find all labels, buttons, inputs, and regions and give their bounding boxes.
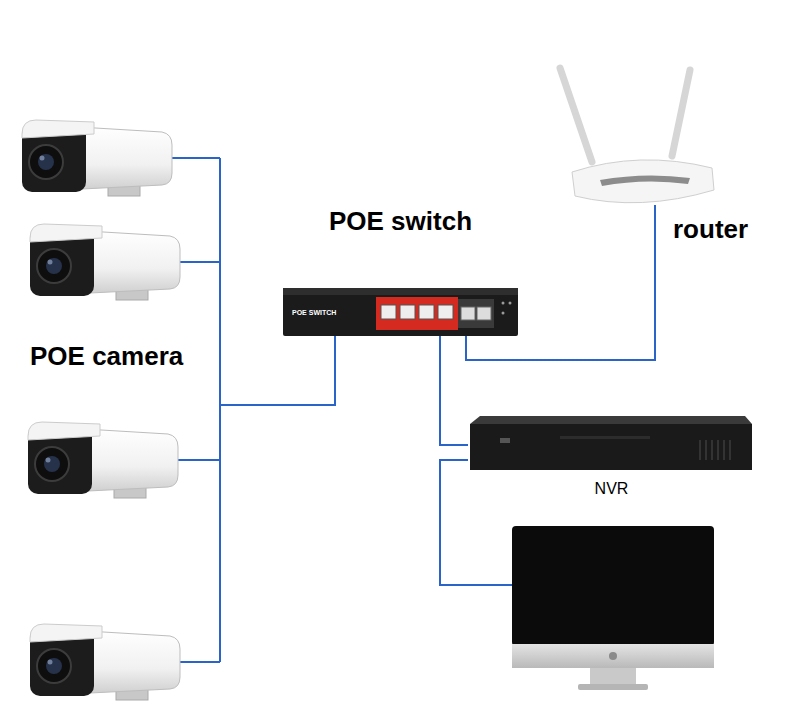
network-cable <box>220 336 335 405</box>
camera-wire <box>172 157 220 159</box>
camera-group-node: POE camera <box>15 110 220 710</box>
camera-wire <box>180 661 220 663</box>
camera-icon <box>22 120 172 196</box>
camera-icon <box>30 624 180 700</box>
camera-wire <box>180 261 220 263</box>
switch-icon <box>283 288 518 336</box>
monitor-icon <box>512 526 714 690</box>
device-print: POE SWITCH <box>292 309 336 317</box>
device-label: POE switch <box>329 207 472 237</box>
switch-node: POE switch <box>283 205 518 336</box>
camera-icon <box>30 224 180 300</box>
network-cable <box>440 336 468 445</box>
camera-wire <box>178 459 220 461</box>
device-label: router <box>673 215 748 245</box>
nvr-icon <box>470 416 752 470</box>
camera-bus <box>219 158 221 662</box>
nvr-node: NVR <box>468 412 755 507</box>
device-label: POE camera <box>30 342 183 372</box>
monitor-wire <box>440 460 512 585</box>
router-wire <box>654 205 656 250</box>
camera-icon <box>28 422 178 498</box>
router-node: router <box>545 55 765 250</box>
router-icon <box>560 68 714 203</box>
network-cable <box>466 250 655 360</box>
device-label: NVR <box>595 480 629 498</box>
